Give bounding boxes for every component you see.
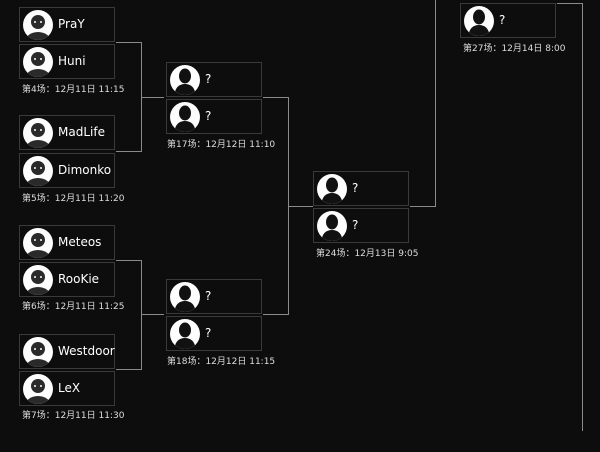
match-info-round2-m2: 第18场：12月12日 11:15 [167, 357, 276, 367]
player-slot-round2-m1-p1[interactable]: ? [166, 62, 262, 97]
connector-r4-down [582, 3, 583, 431]
connector-r3-out [410, 206, 435, 207]
player-slot-round1-m3-p2[interactable]: RooKie [19, 262, 115, 297]
player-name: Meteos [58, 235, 102, 249]
connector-r1-m2-out [116, 151, 141, 152]
player-name: ? [205, 326, 212, 340]
player-name: LeX [58, 381, 81, 395]
player-name: MadLife [58, 125, 105, 139]
player-name: ? [352, 181, 359, 195]
player-name: ? [205, 109, 212, 123]
connector-r1-to-r2-top [141, 97, 164, 98]
match-info-round1-m3: 第6场：12月11日 11:25 [22, 302, 125, 312]
unknown-player-silhouette-icon [317, 211, 347, 241]
player-photo-icon [23, 118, 53, 148]
player-slot-round2-m2-p1[interactable]: ? [166, 279, 262, 314]
unknown-player-silhouette-icon [464, 6, 494, 36]
match-info-round1-m1: 第4场：12月11日 11:15 [22, 85, 125, 95]
player-photo-icon [23, 47, 53, 77]
connector-r3-up [435, 0, 436, 207]
match-info-round3-m1: 第24场：12月13日 9:05 [316, 249, 419, 259]
unknown-player-silhouette-icon [170, 319, 200, 349]
player-name: ? [205, 289, 212, 303]
connector-r1-to-r2-bottom [141, 314, 164, 315]
connector-r1-join-bottom [141, 260, 142, 370]
unknown-player-silhouette-icon [170, 282, 200, 312]
connector-r1-m1-out [116, 42, 141, 43]
match-info-round1-m4: 第7场：12月11日 11:30 [22, 411, 125, 421]
match-info-round1-m2: 第5场：12月11日 11:20 [22, 194, 125, 204]
player-slot-round1-m4-p1[interactable]: Westdoor [19, 334, 115, 369]
player-slot-round1-m1-p1[interactable]: PraY [19, 7, 115, 42]
player-slot-round4-m1-p1[interactable]: ? [460, 3, 556, 38]
player-slot-round2-m2-p2[interactable]: ? [166, 316, 262, 351]
connector-r1-m4-out [116, 369, 141, 370]
player-name: ? [205, 72, 212, 86]
unknown-player-silhouette-icon [170, 102, 200, 132]
player-name: RooKie [58, 272, 100, 286]
player-name: Huni [58, 54, 86, 68]
player-name: ? [352, 218, 359, 232]
player-photo-icon [23, 374, 53, 404]
connector-r2-m1-out [263, 97, 288, 98]
player-slot-round3-m1-p1[interactable]: ? [313, 171, 409, 206]
player-slot-round1-m2-p1[interactable]: MadLife [19, 115, 115, 150]
player-photo-icon [23, 10, 53, 40]
player-slot-round1-m1-p2[interactable]: Huni [19, 44, 115, 79]
match-info-round2-m1: 第17场：12月12日 11:10 [167, 140, 276, 150]
player-slot-round3-m1-p2[interactable]: ? [313, 208, 409, 243]
player-name: Westdoor [58, 344, 115, 358]
player-name: Dimonko [58, 163, 112, 177]
player-photo-icon [23, 228, 53, 258]
player-name: ? [499, 13, 506, 27]
player-slot-round1-m3-p1[interactable]: Meteos [19, 225, 115, 260]
connector-r1-m3-out [116, 260, 141, 261]
player-photo-icon [23, 265, 53, 295]
player-slot-round2-m1-p2[interactable]: ? [166, 99, 262, 134]
connector-r2-m2-out [263, 314, 288, 315]
player-name: PraY [58, 17, 85, 31]
unknown-player-silhouette-icon [317, 174, 347, 204]
player-photo-icon [23, 156, 53, 186]
player-slot-round1-m2-p2[interactable]: Dimonko [19, 153, 115, 188]
player-slot-round1-m4-p2[interactable]: LeX [19, 371, 115, 406]
connector-r2-to-r3 [288, 206, 313, 207]
unknown-player-silhouette-icon [170, 65, 200, 95]
player-photo-icon [23, 337, 53, 367]
match-info-round4-m1: 第27场：12月14日 8:00 [463, 44, 566, 54]
connector-r4-out [557, 3, 583, 4]
